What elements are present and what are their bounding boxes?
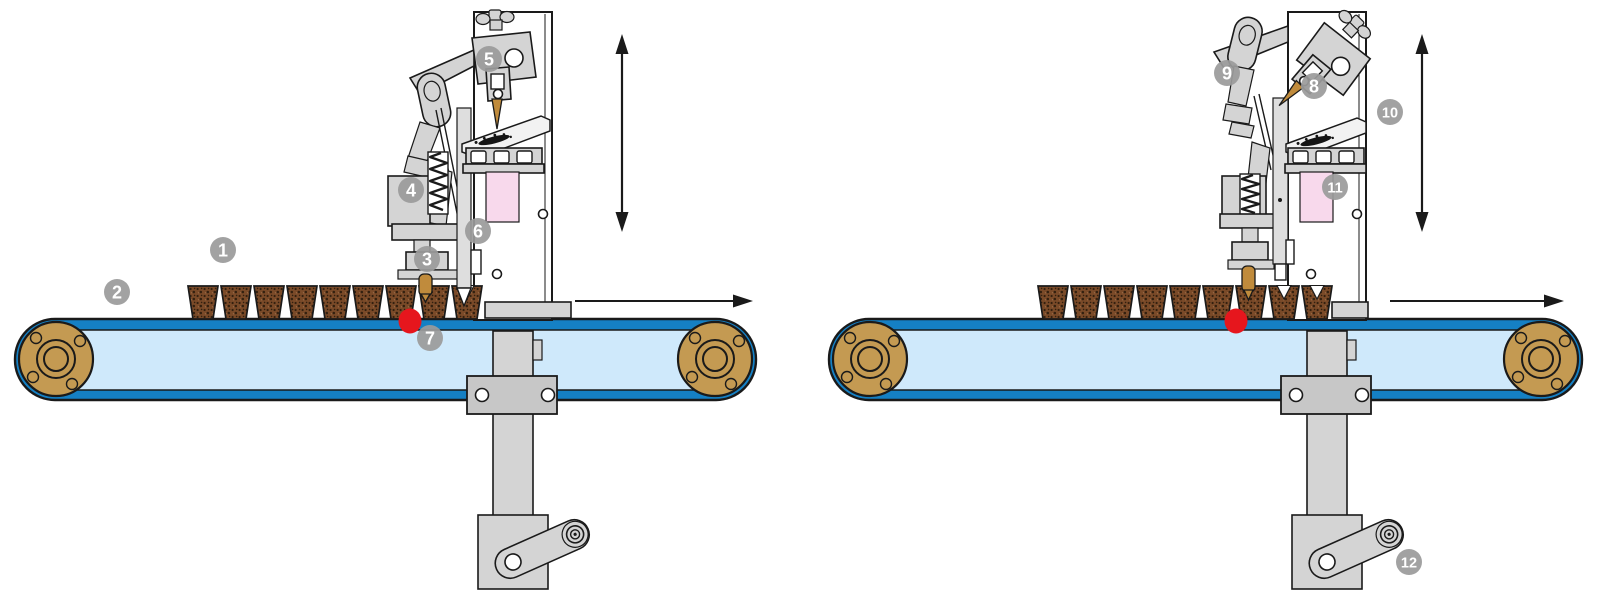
svg-text:12: 12 [1401,556,1417,572]
callout-4: 4 [398,177,424,203]
bar-tip [1274,263,1287,281]
svg-text:8: 8 [1309,77,1319,97]
svg-text:6: 6 [473,222,483,242]
callout-2: 2 [104,279,130,305]
belt-window [24,329,747,391]
svg-text:7: 7 [425,329,435,349]
pot [1235,285,1267,320]
callout-12: 12 [1396,549,1422,575]
dibbed-hole [1309,284,1325,301]
belt-pulley [1502,320,1580,398]
spring-unit-right [1219,173,1275,270]
svg-text:11: 11 [1327,181,1342,197]
pot [1037,285,1069,320]
vertical-motion-arrow-right [1415,34,1429,232]
seed-drop-marker [398,308,422,334]
vertical-motion-arrow-left [615,34,629,232]
callout-9: 9 [1214,60,1240,86]
belt-support-column-left [466,330,591,590]
belt-window [838,329,1573,391]
pot [286,285,318,320]
belt-direction-arrow-right [1390,294,1564,308]
svg-text:4: 4 [406,181,416,201]
belt-direction-arrow-left [575,294,753,308]
seed-needle [491,98,503,130]
svg-text:9: 9 [1222,64,1232,84]
svg-text:5: 5 [484,50,494,70]
seed-needle [1278,79,1305,107]
seed-magazine [485,171,520,223]
pot [253,285,285,320]
svg-text:2: 2 [112,283,122,303]
belt-pulley [676,320,754,398]
pot [1169,285,1201,320]
base-plate [1331,301,1369,319]
seeds [474,133,512,146]
dibbed-hole [1276,284,1292,301]
belt-support-column-right [1280,330,1405,590]
conveyor-belt-right [827,317,1584,402]
pot [220,285,252,320]
crank-arm [494,518,591,580]
pot [319,285,351,320]
conveyor-belt-left [13,317,758,402]
callout-5: 5 [476,46,502,72]
callout-3: 3 [414,246,440,272]
belt-pulley [831,320,909,398]
bar-tip [455,287,473,308]
pot [187,285,219,320]
seed-drop-marker [1224,308,1248,334]
callout-6: 6 [465,218,491,244]
callout-1: 1 [210,237,236,263]
pot [1070,285,1102,320]
callout-8: 8 [1301,73,1327,99]
pot [1103,285,1135,320]
seeds [1296,134,1334,147]
spring [428,151,449,212]
callout-11: 11 [1322,174,1348,200]
seed-tray-left [461,115,551,223]
seed-pots-row-left [187,284,483,320]
spring [1240,173,1261,215]
slide-bar-right [1272,97,1295,281]
svg-text:1: 1 [218,241,228,261]
svg-text:10: 10 [1382,106,1398,122]
dibber-left [418,273,433,304]
pot [352,285,384,320]
right-assembly [827,9,1584,590]
belt-pulley [17,320,95,398]
callout-7: 7 [417,325,443,351]
pot [1136,285,1168,320]
base-plate [484,301,572,319]
svg-text:3: 3 [422,250,432,270]
seed-pots-row-right [1037,284,1333,320]
dibber-right [1241,265,1256,302]
callout-10: 10 [1377,99,1403,125]
crank-arm [1308,518,1405,580]
